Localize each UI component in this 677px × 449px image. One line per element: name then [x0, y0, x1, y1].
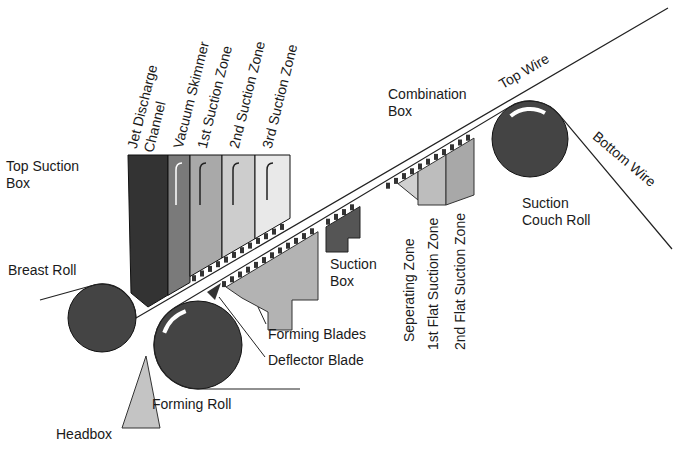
suction-zone [222, 155, 255, 258]
label-anchor: Bottom Wire [589, 128, 659, 191]
part-label: Combination Box [388, 86, 483, 120]
blade-tooth [270, 252, 274, 258]
blade-tooth [238, 272, 242, 278]
blade-tooth [310, 228, 314, 234]
blade-tooth [334, 214, 338, 220]
blade-tooth [442, 149, 446, 155]
label-anchor: Top Wire [496, 50, 552, 92]
part-label: 2nd Flat Suction Zone [452, 213, 469, 350]
blade-tooth [262, 257, 266, 263]
blade-tooth [246, 267, 250, 273]
blade-tooth [450, 144, 454, 150]
blade-tooth [222, 281, 226, 287]
label-anchor: Suction Box [330, 256, 390, 290]
blade-tooth [192, 275, 196, 281]
headbox-shape [122, 356, 160, 428]
suction-zone [190, 155, 222, 277]
part-label: 1st Flat Suction Zone [425, 218, 442, 350]
blade-tooth [458, 140, 462, 146]
blade-tooth [286, 243, 290, 249]
blade-tooth [394, 178, 398, 184]
blade-tooth [272, 229, 276, 235]
blade-tooth [278, 248, 282, 254]
label-anchor: 1st Flat Suction Zone [425, 218, 442, 350]
blade-tooth [208, 266, 212, 272]
blade-tooth [350, 204, 354, 210]
label-anchor: Forming Blades [268, 326, 366, 343]
flat-suction-zone [446, 138, 474, 205]
blade-tooth [230, 276, 234, 282]
blade-tooth [254, 262, 258, 268]
blade-tooth [240, 247, 244, 253]
label-anchor: Seperating Zone [401, 238, 418, 342]
blade-tooth [434, 154, 438, 160]
part-label: Suction Couch Roll [522, 195, 604, 229]
blade-tooth [248, 243, 252, 249]
label-anchor: Top Suction Box [6, 158, 98, 192]
vacuum-skimmer [168, 155, 190, 295]
label-anchor: 3rd Suction Zone [259, 43, 301, 151]
label-anchor: Headbox [56, 426, 112, 443]
blade-tooth [216, 261, 220, 267]
blade-tooth [294, 238, 298, 244]
label-anchor: Deflector Blade [268, 352, 364, 369]
zone-hook [233, 163, 239, 205]
zone-hook [176, 163, 182, 205]
zone-hook [267, 163, 273, 200]
jet-discharge-channel [128, 155, 168, 307]
separating-zone [398, 172, 418, 200]
blade-tooth [280, 224, 284, 230]
part-label: Bottom Wire [589, 128, 659, 191]
part-label: Suction Box [330, 256, 390, 290]
part-label: Top Wire [496, 50, 552, 92]
blade-tooth [418, 164, 422, 170]
top-wire [40, 8, 668, 318]
blade-tooth [232, 252, 236, 258]
blade-tooth [386, 183, 390, 189]
label-anchor: 2nd Flat Suction Zone [452, 213, 469, 350]
flat-suction-zone [418, 155, 446, 205]
blade-tooth [326, 219, 330, 225]
blade-tooth [410, 168, 414, 174]
blade-tooth [466, 135, 470, 141]
blade-tooth [256, 238, 260, 244]
blade-tooth [302, 233, 306, 239]
label-anchor: Forming Roll [152, 396, 231, 413]
blade-tooth [402, 173, 406, 179]
label-anchor: Breast Roll [8, 262, 76, 279]
part-label: Headbox [56, 426, 112, 443]
blade-tooth [224, 257, 228, 263]
label-anchor: Combination Box [388, 86, 483, 120]
part-label: Seperating Zone [401, 238, 418, 342]
part-label: Deflector Blade [268, 352, 364, 369]
leader-line [258, 307, 266, 324]
suction-arc [511, 109, 545, 116]
part-label: Top Suction Box [6, 158, 98, 192]
blade-tooth [264, 233, 268, 239]
blade-tooth [342, 209, 346, 215]
label-anchor: Suction Couch Roll [522, 195, 604, 229]
suction-arc [164, 311, 186, 333]
zone-hook [200, 163, 206, 205]
part-label: 3rd Suction Zone [259, 43, 301, 151]
part-label: Forming Roll [152, 396, 231, 413]
leader-line [219, 297, 265, 357]
blade-tooth [200, 271, 204, 277]
forming-blade-box [226, 232, 318, 330]
blade-tooth [426, 159, 430, 165]
part-label: Forming Blades [268, 326, 366, 343]
suction-zone [255, 155, 290, 239]
part-label: Breast Roll [8, 262, 76, 279]
